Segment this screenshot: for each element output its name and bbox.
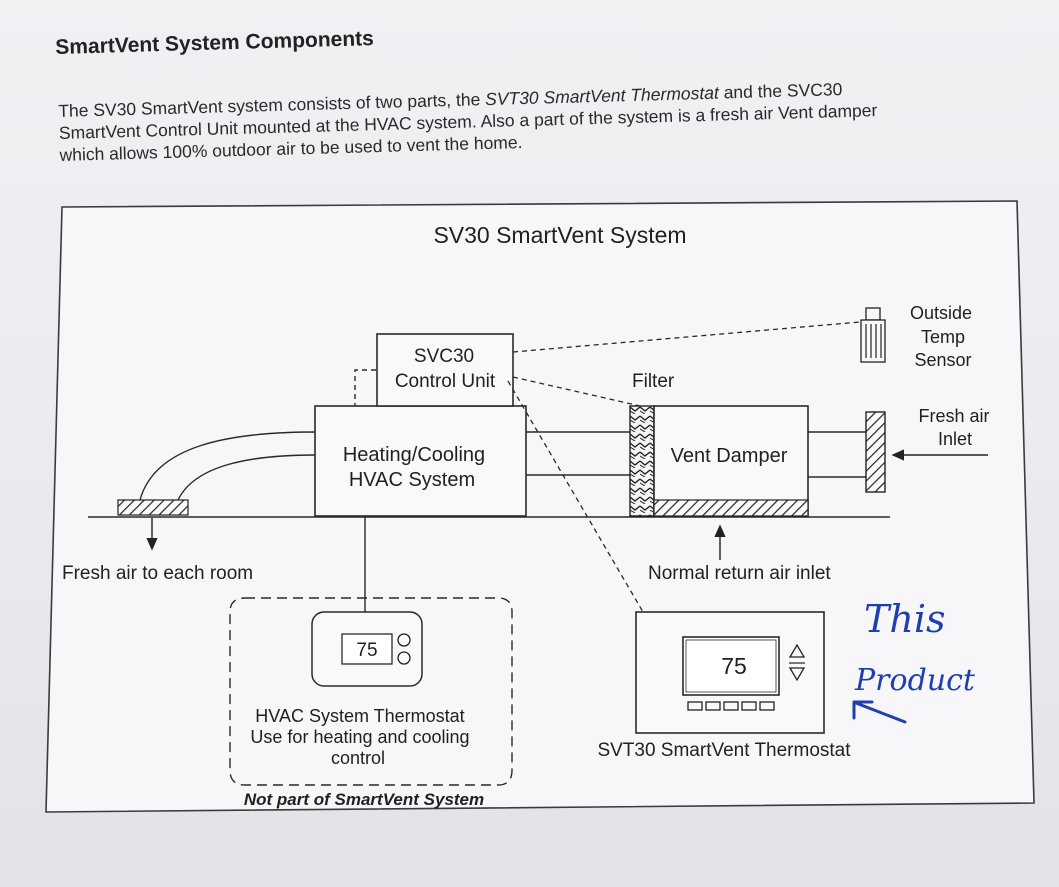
control-unit-label-line1: SVC30 (414, 346, 474, 367)
damper-wire (512, 376, 641, 407)
return-air-grille (653, 499, 809, 517)
svt30-display (682, 636, 780, 696)
control-unit-mount-bracket (354, 369, 376, 406)
filter-label: Filter (632, 371, 675, 392)
diagram-frame (45, 200, 1035, 813)
sensor-wire (512, 321, 861, 353)
outside-temp-label-line3: Sensor (914, 350, 971, 370)
thermostat-down-button-icon (397, 651, 411, 665)
not-part-label: Not part of SmartVent System (244, 790, 484, 809)
svt30-label: SVT30 SmartVent Thermostat (597, 740, 851, 761)
not-part-boundary (229, 597, 513, 786)
vent-damper-label: Vent Damper (671, 445, 788, 467)
diagram-title: SV30 SmartVent System (433, 222, 686, 248)
svt30-up-arrow-icon (788, 643, 806, 658)
hvac-thermostat-temp: 75 (356, 640, 377, 661)
hvac-label-line2: HVAC System (349, 469, 475, 491)
return-air-label: Normal return air inlet (648, 563, 831, 584)
control-unit-label-line2: Control Unit (395, 371, 496, 392)
control-unit-box (376, 333, 514, 407)
thermostat-up-button-icon (397, 633, 411, 647)
handwritten-this: This (864, 597, 945, 641)
fresh-air-inlet-label-line1: Fresh air (918, 406, 989, 426)
hvac-thermostat-label-line3: control (331, 748, 385, 768)
svt30-down-arrow-icon (788, 667, 806, 682)
outside-temp-label-line2: Temp (921, 327, 965, 347)
floor-register (117, 499, 189, 516)
handwritten-arrow-icon (852, 700, 907, 724)
svt30-temp: 75 (721, 653, 747, 679)
hvac-thermostat-display (341, 633, 393, 665)
hvac-system-box (314, 405, 527, 517)
hvac-thermostat-label-line1: HVAC System Thermostat (255, 706, 464, 726)
outside-temp-label-line1: Outside (910, 303, 972, 323)
fresh-air-inlet-grille (865, 411, 886, 493)
vent-damper-box (653, 405, 809, 517)
supply-duct-outer (139, 431, 317, 501)
fresh-air-inlet-label-line2: Inlet (938, 429, 972, 449)
filter (629, 405, 655, 517)
handwritten-product: Product (854, 663, 976, 698)
hvac-label-line1: Heating/Cooling (343, 444, 485, 466)
outside-temp-sensor-icon (860, 307, 886, 363)
hvac-thermostat-label-line2: Use for heating and cooling (250, 727, 469, 747)
svt30-buttons (687, 701, 775, 711)
supply-duct-inner (177, 454, 317, 501)
fresh-air-rooms-label: Fresh air to each room (62, 563, 253, 584)
